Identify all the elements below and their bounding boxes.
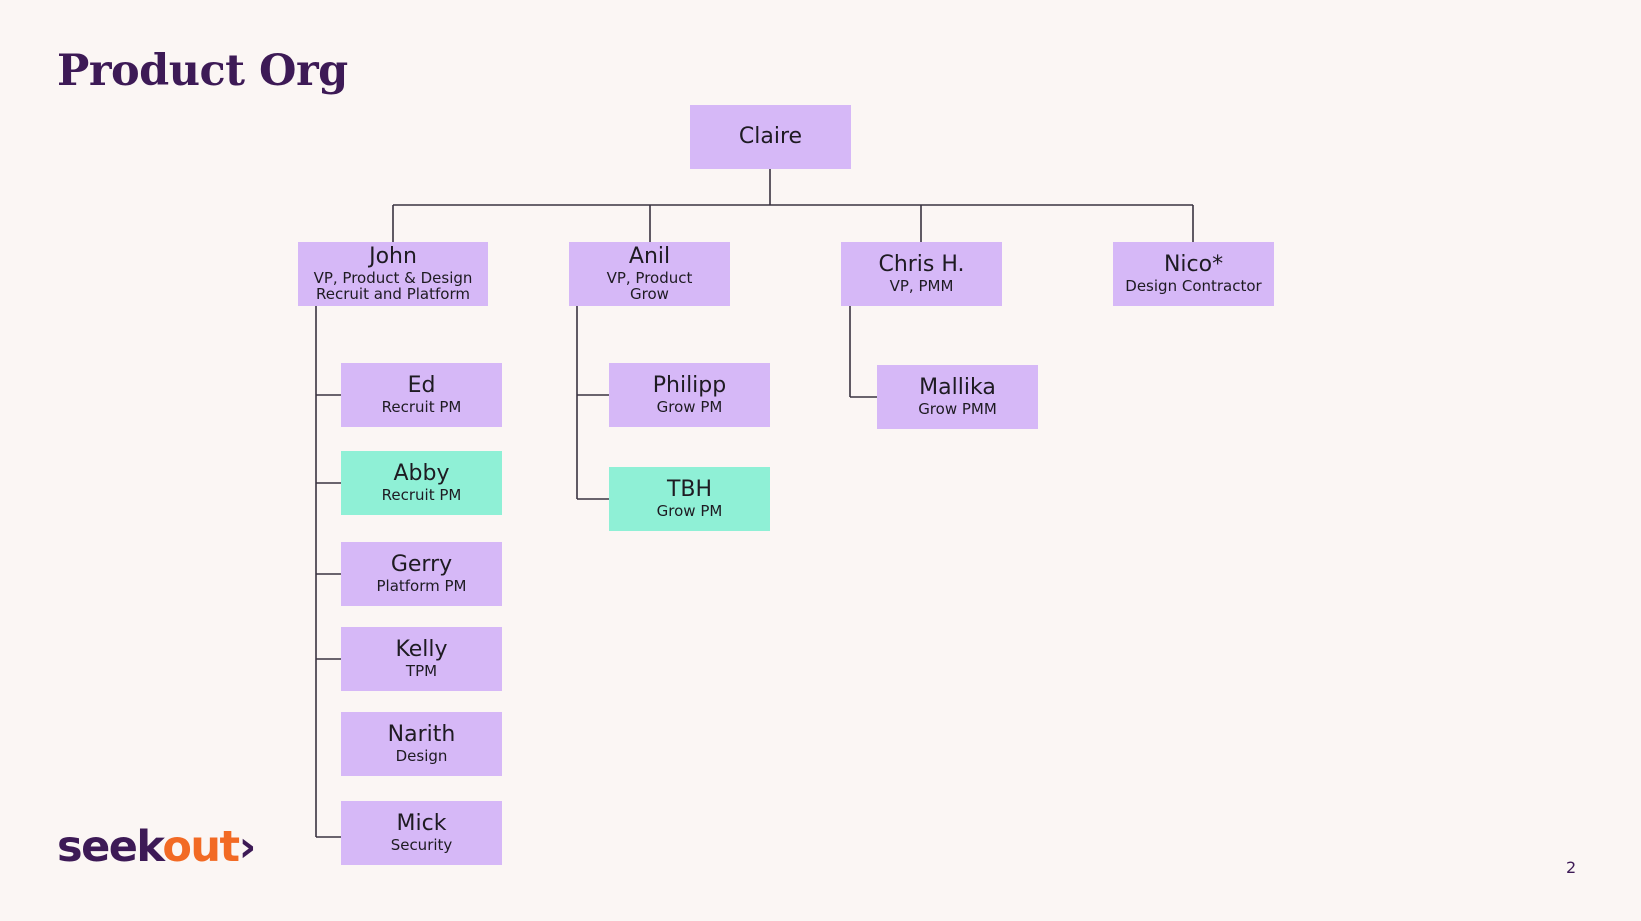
page-number: 2 xyxy=(1566,858,1577,877)
node-role: Grow PM xyxy=(656,397,723,416)
node-name: Nico* xyxy=(1163,252,1224,278)
node-role: VP, Product xyxy=(606,268,693,287)
org-node-anil: Anil VP, Product Grow xyxy=(569,242,730,306)
node-role: VP, PMM xyxy=(889,276,954,295)
node-role: Recruit PM xyxy=(381,397,462,416)
node-name: Mallika xyxy=(919,375,996,401)
node-name: Mick xyxy=(396,811,447,837)
node-role: Recruit PM xyxy=(381,485,462,504)
node-name: Ed xyxy=(407,373,436,399)
node-name: Philipp xyxy=(652,373,727,399)
org-node-john: John VP, Product & Design Recruit and Pl… xyxy=(298,242,488,306)
logo-text-out: out xyxy=(162,822,240,872)
org-node-nico: Nico* Design Contractor xyxy=(1113,242,1274,306)
seekout-logo: seekout› xyxy=(57,826,256,869)
node-name: Abby xyxy=(393,461,450,487)
node-role: Grow PMM xyxy=(918,399,997,418)
node-role: Grow PM xyxy=(656,501,723,520)
logo-text-seek: seek xyxy=(57,822,164,872)
node-name: Kelly xyxy=(395,637,448,663)
org-node-ed: Ed Recruit PM xyxy=(341,363,502,427)
node-name: John xyxy=(369,243,417,269)
node-role: VP, Product & Design xyxy=(313,268,473,287)
logo-chevron-icon: › xyxy=(238,822,257,872)
org-node-philipp: Philipp Grow PM xyxy=(609,363,770,427)
node-role: Design Contractor xyxy=(1125,276,1262,295)
node-role: TPM xyxy=(405,661,438,680)
node-name: TBH xyxy=(666,477,713,503)
node-name: Narith xyxy=(387,722,456,748)
page-title: Product Org xyxy=(57,46,348,96)
org-node-chris: Chris H. VP, PMM xyxy=(841,242,1002,306)
node-name: Claire xyxy=(738,123,803,149)
org-node-claire: Claire xyxy=(690,105,851,169)
org-node-narith: Narith Design xyxy=(341,712,502,776)
org-node-tbh: TBH Grow PM xyxy=(609,467,770,531)
node-role: Security xyxy=(390,835,453,854)
node-role: Design xyxy=(395,746,448,765)
node-role: Grow xyxy=(630,285,669,304)
org-node-gerry: Gerry Platform PM xyxy=(341,542,502,606)
org-node-mallika: Mallika Grow PMM xyxy=(877,365,1038,429)
org-node-mick: Mick Security xyxy=(341,801,502,865)
node-name: Chris H. xyxy=(878,252,965,278)
node-role: Platform PM xyxy=(376,576,467,595)
node-name: Gerry xyxy=(390,552,453,578)
node-name: Anil xyxy=(628,243,671,269)
org-node-kelly: Kelly TPM xyxy=(341,627,502,691)
org-node-abby: Abby Recruit PM xyxy=(341,451,502,515)
node-role: Recruit and Platform xyxy=(316,285,470,304)
